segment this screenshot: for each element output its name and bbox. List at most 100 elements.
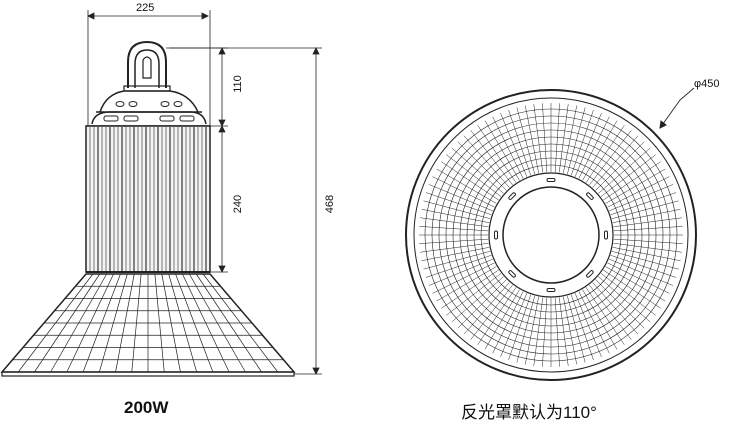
reflector-spoke: [610, 192, 677, 215]
reflector-spoke: [605, 168, 666, 204]
reflector-spoke: [436, 168, 497, 204]
housing-slots: [494, 178, 608, 292]
reflector-side: [0, 273, 296, 377]
reflector-spoke: [542, 297, 548, 367]
reflector-spoke: [613, 242, 682, 253]
reflector-spoke: [423, 251, 491, 270]
reflector-spoke: [558, 104, 569, 173]
reflector-spoke: [525, 105, 539, 174]
reflector-spoke: [582, 120, 618, 181]
reflector-spoke: [598, 147, 651, 194]
reflector-spoke: [563, 296, 577, 365]
side-view: [0, 10, 322, 377]
driver-cap: [86, 90, 210, 127]
reflector-spoke: [589, 284, 632, 340]
reflector-spoke: [574, 112, 602, 177]
reflector-spoke: [567, 107, 586, 175]
diameter-leader: [659, 87, 695, 129]
reflector-spoke: [492, 116, 524, 179]
reflector-spoke: [421, 247, 490, 261]
reflector-spoke: [578, 291, 610, 354]
reflector-spoke: [533, 297, 544, 366]
dimension-240-label: 240: [232, 194, 244, 214]
dimension-110-label: 110: [232, 75, 244, 93]
reflector-spoke: [432, 262, 495, 294]
reflector-spoke: [451, 276, 504, 323]
dimension-468-label: 468: [324, 194, 336, 214]
reflector-spoke: [610, 255, 677, 278]
housing-slot: [546, 178, 556, 182]
reflector-spoke: [571, 109, 594, 176]
reflector-spoke: [558, 297, 569, 366]
front-view: [405, 87, 697, 381]
reflector-spoke: [609, 184, 674, 212]
reflector-spoke: [419, 226, 489, 232]
reflector-spoke: [470, 130, 513, 186]
reflector-spoke: [484, 120, 520, 181]
reflector-spoke: [567, 295, 586, 363]
reflector-spokes: [419, 103, 683, 367]
reflector-spoke: [585, 125, 625, 183]
housing-slot: [508, 270, 516, 278]
reflector-spoke: [457, 279, 507, 329]
reflector-spoke: [612, 247, 681, 261]
reflector-spoke: [603, 161, 661, 201]
housing-slot: [586, 192, 594, 200]
wattage-caption: 200W: [124, 398, 169, 417]
reflector-spoke: [432, 176, 495, 208]
reflector-spoke: [585, 287, 625, 345]
reflector-spoke: [554, 297, 560, 367]
reflector-spoke: [592, 282, 639, 335]
reflector-spoke: [600, 273, 656, 316]
reflector-spoke: [500, 293, 528, 358]
reflector-spoke: [574, 293, 602, 358]
reflector-spoke: [612, 209, 681, 223]
reflector-spoke: [607, 262, 670, 294]
reflector-spoke: [613, 217, 682, 228]
reflector-spoke: [441, 269, 499, 309]
reflector-spoke: [421, 209, 490, 223]
reflector-spoke: [582, 289, 618, 350]
reflector-spoke: [463, 282, 510, 335]
reflector-spoke: [470, 284, 513, 340]
reflector-spoke: [446, 273, 502, 316]
reflector-spoke: [428, 184, 493, 212]
housing-slot: [508, 192, 516, 200]
reflector-spoke: [446, 154, 502, 197]
reflector-outer-rim: [405, 89, 697, 381]
reflector-spoke: [592, 135, 639, 188]
housing-slot: [586, 270, 594, 278]
reflector-spoke: [423, 200, 491, 219]
reflector-spoke: [420, 217, 489, 228]
reflector-spoke: [425, 192, 492, 215]
driver-housing-inner: [502, 186, 600, 284]
reflector-spoke: [613, 238, 683, 244]
reflector-spoke: [516, 107, 535, 175]
reflector-spoke: [605, 266, 666, 302]
housing-slot: [494, 230, 498, 240]
leader-arrow: [659, 120, 667, 129]
reflector-spoke: [595, 279, 645, 329]
reflector-spoke: [516, 295, 535, 363]
heat-sink-body: [85, 125, 211, 273]
reflector-spoke: [441, 161, 499, 201]
dimension-lines: [87, 10, 322, 375]
reflector-spoke: [607, 176, 670, 208]
reflector-spoke: [571, 294, 594, 361]
diameter-450-label: φ450: [694, 78, 720, 90]
reflector-spoke: [428, 258, 493, 286]
reflector-spoke: [595, 141, 645, 191]
reflector-side-grid: [12, 273, 284, 373]
dimension-225-label: 225: [136, 2, 155, 14]
reflector-spoke: [611, 200, 679, 219]
reflector-spoke: [463, 135, 510, 188]
reflector-spoke: [451, 147, 504, 194]
reflector-inner-rim: [413, 97, 689, 373]
reflector-spoke: [457, 141, 507, 191]
reflector-spoke: [436, 266, 497, 302]
reflector-spoke: [477, 287, 517, 345]
reflector-spoke: [425, 255, 492, 278]
reflector-spoke: [603, 269, 661, 309]
reflector-spoke: [563, 105, 577, 174]
